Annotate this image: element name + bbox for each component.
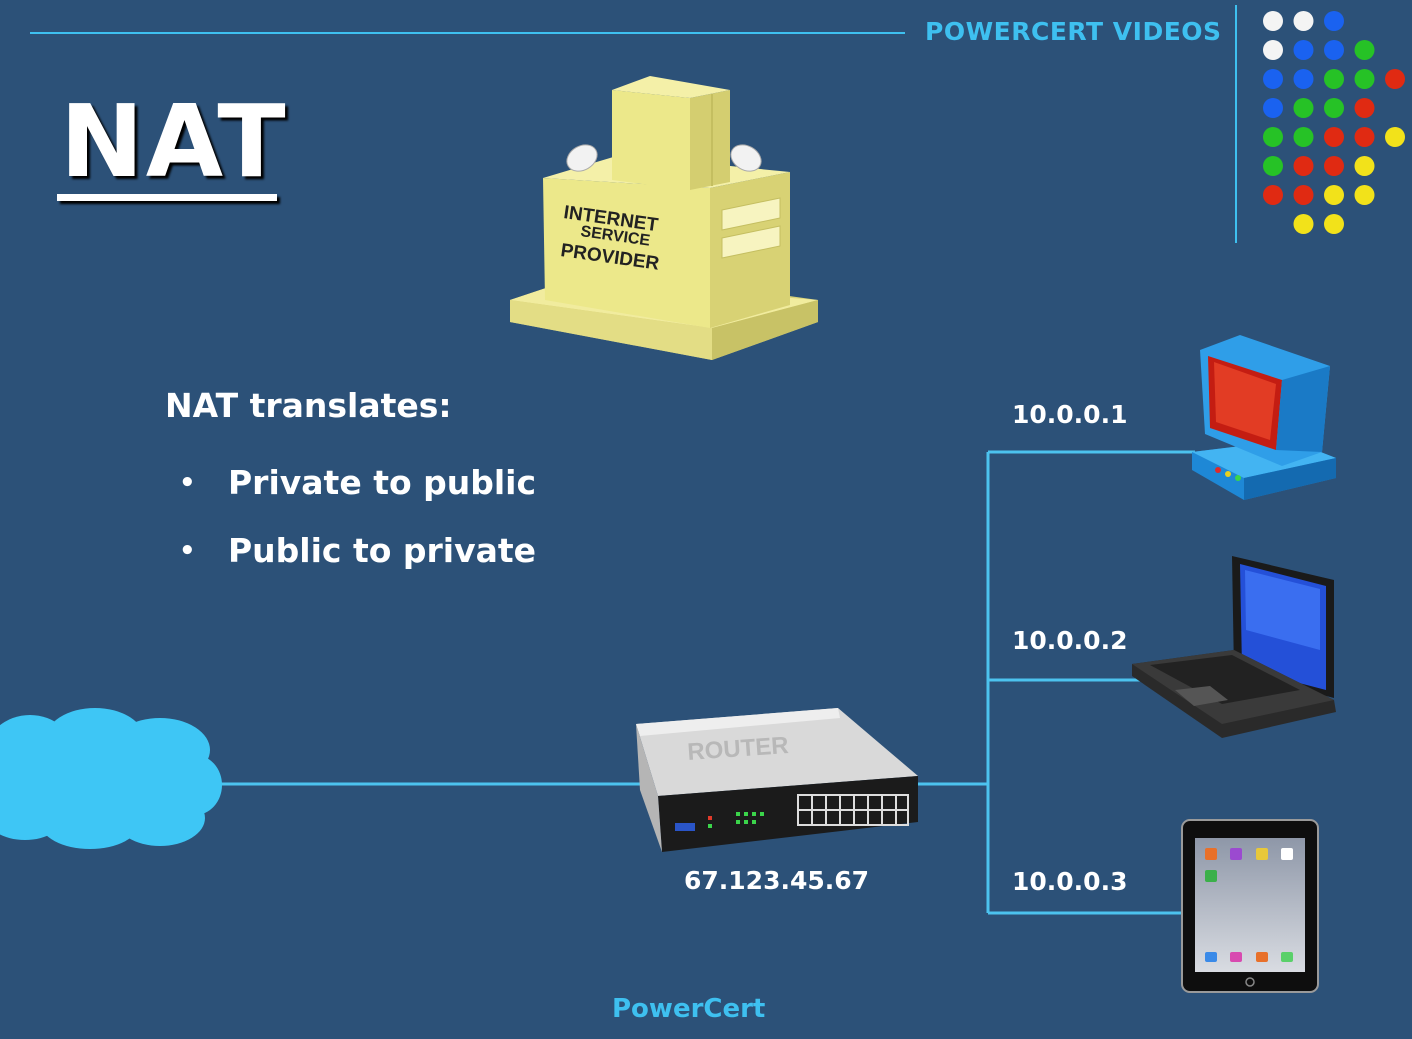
tablet-ip-label: 10.0.0.3 [1012,867,1127,896]
footer-brand: PowerCert [612,994,765,1024]
